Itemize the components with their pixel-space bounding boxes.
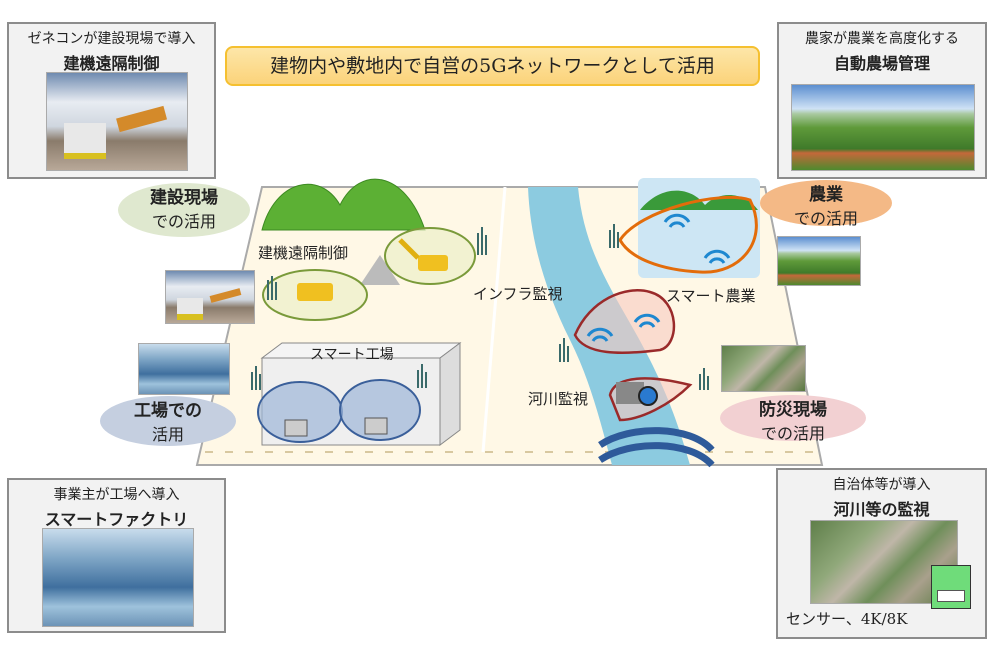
- factory-case-title: スマートファクトリ: [44, 510, 189, 529]
- sensor-camera-icon: [931, 565, 971, 609]
- wifi-icon: [586, 213, 731, 342]
- bubble-construction-normal: での活用: [151, 212, 216, 231]
- bubble-agriculture-bold: 農業: [809, 185, 843, 205]
- farm-illustration: [638, 178, 760, 278]
- bubble-agriculture: 農業 での活用: [760, 180, 892, 228]
- camera-icon: [616, 382, 644, 404]
- construction-case-box: ゼネコンが建設現場で導入 建機遠隔制御: [7, 22, 216, 179]
- robot-arm-icon: [284, 419, 308, 437]
- bridge-icon: [598, 427, 715, 453]
- divider-line: [481, 186, 507, 453]
- bubble-construction: 建設現場 での活用: [118, 183, 250, 237]
- label-river-monitoring: 河川監視: [528, 390, 589, 408]
- bubble-construction-bold: 建設現場: [150, 188, 218, 208]
- bulldozer-icon: [297, 283, 333, 301]
- title-banner: 建物内や敷地内で自営の5Gネットワークとして活用: [225, 46, 760, 86]
- bubble-factory-bold: 工場での: [134, 401, 202, 421]
- river-photo: [810, 520, 958, 604]
- label-infra-monitoring: インフラ監視: [473, 285, 563, 303]
- bubble-disaster-bold: 防災現場: [759, 400, 827, 420]
- dirt-pile: [360, 255, 400, 285]
- agriculture-case-title: 自動農場管理: [833, 54, 930, 73]
- river-case-box: 自治体等が導入 河川等の監視 センサー、4K/8K: [776, 468, 987, 639]
- farm-zone: [618, 195, 758, 274]
- agriculture-photo: [791, 84, 975, 171]
- bubble-factory: 工場での 活用: [100, 396, 236, 446]
- antenna-icon: [251, 224, 709, 390]
- bubble-disaster: 防災現場 での活用: [720, 395, 866, 443]
- factory-photo: [42, 528, 194, 627]
- agriculture-case-box: 農家が農業を高度化する 自動農場管理: [777, 22, 987, 179]
- robot-arm-icon: [364, 417, 388, 435]
- river-case-title: 河川等の監視: [833, 500, 930, 519]
- excavator-icon: [418, 255, 448, 271]
- hills: [261, 178, 426, 231]
- label-smart-agriculture: スマート農業: [666, 287, 756, 305]
- factory-thumb: [138, 343, 230, 395]
- agriculture-case-sub: 農家が農業を高度化する: [805, 31, 959, 47]
- factory-case-box: 事業主が工場へ導入 スマートファクトリ: [7, 478, 226, 633]
- river-thumb: [721, 345, 806, 392]
- river-case-sub: 自治体等が導入: [832, 477, 931, 493]
- bubble-agriculture-normal: での活用: [793, 209, 858, 228]
- construction-case-title: 建機遠隔制御: [63, 54, 160, 73]
- construction-thumb: [165, 270, 255, 324]
- label-smart-factory: スマート工場: [310, 347, 394, 363]
- sensor-caption: センサー、4K/8K: [786, 610, 908, 628]
- label-remote-machinery: 建機遠隔制御: [258, 244, 349, 262]
- construction-photo: [46, 72, 188, 171]
- agriculture-thumb: [777, 236, 861, 286]
- factory-case-sub: 事業主が工場へ導入: [53, 487, 180, 503]
- construction-case-sub: ゼネコンが建設現場で導入: [27, 31, 196, 47]
- bubble-disaster-normal: での活用: [760, 424, 825, 443]
- bubble-factory-normal: 活用: [151, 425, 184, 444]
- robot-zone-2: [339, 379, 421, 441]
